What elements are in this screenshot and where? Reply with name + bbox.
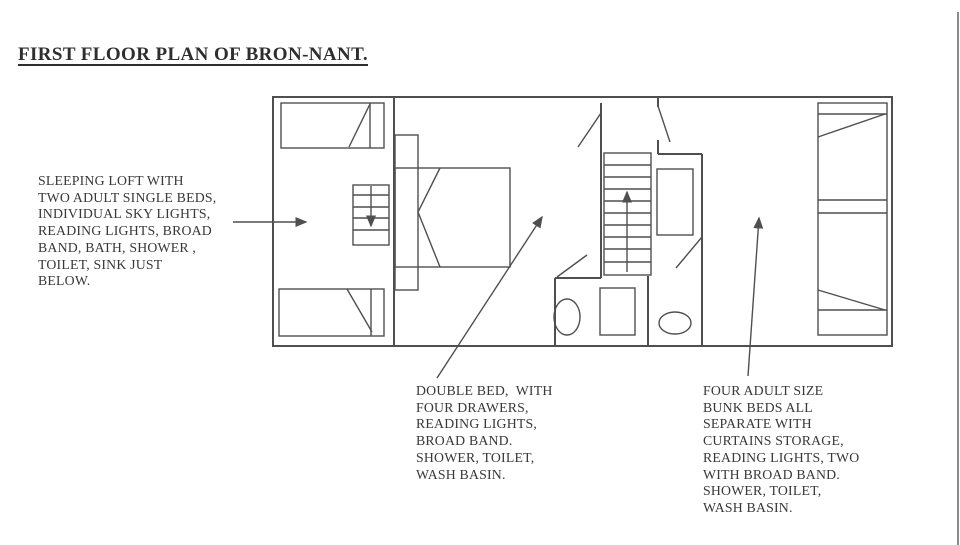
- note-line: BELOW.: [38, 273, 91, 289]
- note-line: SHOWER, TOILET,: [703, 483, 822, 499]
- note-line: SEPARATE WITH: [703, 416, 812, 432]
- note-line: SLEEPING LOFT WITH: [38, 173, 184, 188]
- double-bed-arrow: [436, 215, 543, 379]
- single-bed-bottom: [278, 288, 385, 337]
- note-line: FOUR DRAWERS,: [416, 399, 529, 415]
- single-bed-top: [280, 102, 385, 149]
- note-line: WITH BROAD BAND.: [703, 466, 840, 482]
- door-swing-stairs: [657, 105, 671, 143]
- note-line: READING LIGHTS,: [416, 416, 538, 432]
- bunk-beds: [817, 102, 888, 336]
- note-line: CURTAINS STORAGE,: [703, 433, 844, 449]
- note-bunk-beds: FOUR ADULT SIZE BUNK BEDS ALL SEPARATE W…: [703, 383, 859, 517]
- plan-outline: [272, 96, 893, 347]
- double-bed: [394, 134, 511, 291]
- note-line: WASH BASIN.: [703, 499, 793, 515]
- wash-basin: [658, 311, 692, 335]
- note-line: FOUR ADULT SIZE: [703, 383, 824, 398]
- door-swing-lines: [556, 105, 703, 278]
- note-line: READING LIGHTS, TWO: [703, 449, 860, 465]
- note-line: BAND, BATH, SHOWER ,: [38, 239, 197, 255]
- note-line: READING LIGHTS, BROAD: [38, 223, 212, 239]
- cupboard: [656, 168, 694, 236]
- note-line: BUNK BEDS ALL: [703, 399, 813, 415]
- note-line: DOUBLE BED, WITH: [416, 383, 553, 398]
- door-swing-bunkroom: [675, 236, 703, 269]
- note-sleeping-loft: SLEEPING LOFT WITH TWO ADULT SINGLE BEDS…: [38, 173, 216, 290]
- page-title: FIRST FLOOR PLAN OF BRON-NANT.: [18, 44, 368, 65]
- note-line: TWO ADULT SINGLE BEDS,: [38, 189, 217, 205]
- door-swing-bathroom: [556, 254, 588, 278]
- note-line: BROAD BAND.: [416, 433, 513, 449]
- main-staircase: [603, 152, 652, 276]
- note-double-bed: DOUBLE BED, WITH FOUR DRAWERS, READING L…: [416, 383, 553, 483]
- shower-tray: [599, 287, 636, 336]
- toilet: [553, 298, 581, 336]
- interior-walls: [393, 97, 703, 346]
- note-line: WASH BASIN.: [416, 466, 506, 482]
- loft-staircase: [352, 184, 390, 246]
- door-swing-bedroom: [577, 112, 602, 148]
- annotation-arrows: [233, 215, 764, 379]
- note-line: INDIVIDUAL SKY LIGHTS,: [38, 206, 211, 222]
- note-line: SHOWER, TOILET,: [416, 449, 535, 465]
- bunk-beds-arrow: [747, 216, 764, 377]
- note-line: TOILET, SINK JUST: [38, 256, 163, 272]
